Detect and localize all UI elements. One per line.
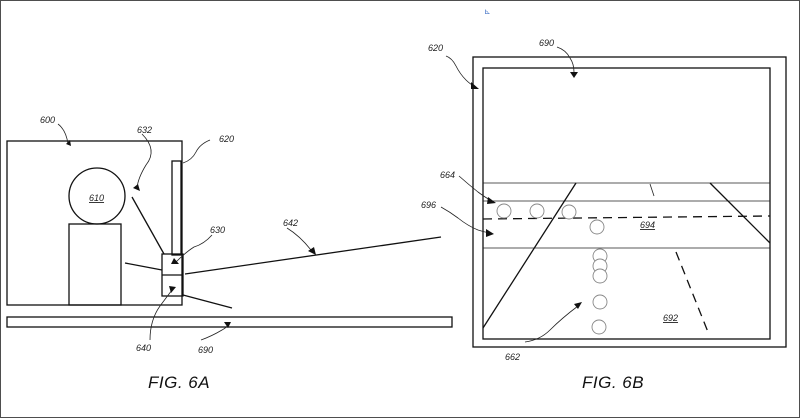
ball-9 xyxy=(591,319,607,335)
view-line-upper xyxy=(124,262,163,271)
display-inner-screen xyxy=(482,67,771,340)
center-dash-top xyxy=(649,183,655,197)
ball-4 xyxy=(589,219,605,235)
label-690: 690 xyxy=(198,345,213,355)
center-dash-lower xyxy=(675,251,709,333)
label-694: 694 xyxy=(640,220,655,230)
label-610: 610 xyxy=(89,193,104,203)
leader-690b xyxy=(556,46,575,73)
leader-640 xyxy=(149,289,173,341)
leader-642 xyxy=(286,227,312,251)
caption-fig-6a: FIG. 6A xyxy=(148,373,210,392)
label-640: 640 xyxy=(136,343,151,353)
leader-696 xyxy=(440,206,491,234)
arrow-690a xyxy=(224,322,231,328)
leader-664 xyxy=(458,175,493,202)
arrow-640 xyxy=(169,286,176,293)
arrow-642 xyxy=(308,247,316,255)
view-line-632 xyxy=(131,196,165,255)
arrow-664 xyxy=(487,197,496,204)
label-620: 620 xyxy=(219,134,234,144)
ball-3 xyxy=(561,204,577,220)
leader-620b xyxy=(445,55,475,87)
display-panel xyxy=(171,160,182,256)
label-662: 662 xyxy=(505,352,520,362)
projection-line-642 xyxy=(184,236,442,275)
fig-6b: 620 690 664 696 694 692 662 FIG. 6B xyxy=(421,38,787,392)
road-edge-left xyxy=(482,182,577,329)
label-696: 696 xyxy=(421,200,436,210)
room-enclosure xyxy=(6,140,183,306)
arrow-620b xyxy=(471,82,479,89)
ball-8 xyxy=(592,294,608,310)
label-664: 664 xyxy=(440,170,455,180)
arrow-630 xyxy=(171,258,179,264)
floor-surface xyxy=(6,316,453,328)
dashed-line-696 xyxy=(482,215,771,220)
label-600: 600 xyxy=(40,115,55,125)
label-620b: 620 xyxy=(428,43,443,53)
ball-1 xyxy=(496,203,512,219)
leader-600 xyxy=(57,123,69,145)
arrow-600 xyxy=(66,140,71,146)
view-line-lower xyxy=(182,294,233,309)
person-body xyxy=(68,223,122,306)
leader-630 xyxy=(175,234,213,263)
label-632: 632 xyxy=(137,125,152,135)
leader-662 xyxy=(524,305,579,343)
ball-7 xyxy=(592,268,608,284)
display-outer-frame xyxy=(472,56,787,348)
arrow-632 xyxy=(133,184,140,191)
leader-632 xyxy=(136,133,152,189)
label-642: 642 xyxy=(283,218,298,228)
label-630: 630 xyxy=(210,225,225,235)
arrow-696 xyxy=(486,229,494,237)
fig-6a: 600 610 632 620 630 642 640 690 FIG. 6A xyxy=(6,115,453,392)
road-edge-right xyxy=(709,182,771,244)
arrow-662 xyxy=(574,302,582,309)
cursor-glyph: ⊾ xyxy=(484,7,491,16)
arrow-690b xyxy=(570,72,578,78)
ball-2 xyxy=(529,203,545,219)
label-690b: 690 xyxy=(539,38,554,48)
caption-fig-6b: FIG. 6B xyxy=(582,373,644,392)
leader-620 xyxy=(182,139,211,164)
label-692: 692 xyxy=(663,313,678,323)
